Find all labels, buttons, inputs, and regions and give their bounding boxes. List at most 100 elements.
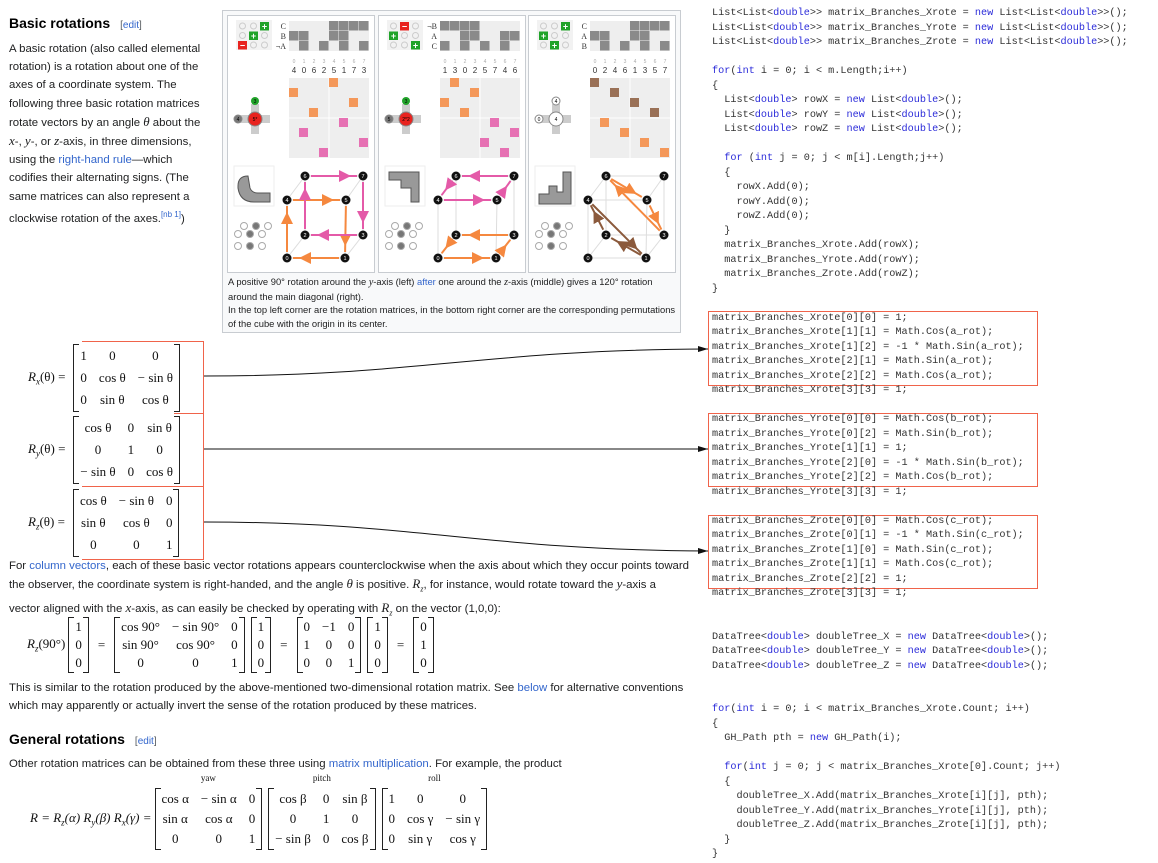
cube-edge — [587, 234, 607, 259]
matrix-cell: 1 — [322, 811, 330, 826]
footnote-link[interactable]: [nb 1] — [160, 209, 181, 219]
edit-link[interactable]: edit — [137, 736, 154, 747]
bracket: ] — [153, 736, 157, 747]
rest: (θ) = — [39, 441, 66, 457]
index-label: 5 — [343, 59, 346, 65]
permutation-square — [490, 118, 499, 127]
axis-left-label: 0 — [538, 117, 541, 123]
code-line: matrix_Branches_Yrote[2][2] = Math.Cos(b… — [712, 471, 1128, 486]
right-hand-rule-link[interactable]: right-hand rule — [58, 154, 132, 167]
code-line: for(int i = 0; i < matrix_Branches_Xrote… — [712, 703, 1128, 718]
cube-edge — [646, 175, 665, 201]
code-line: doubleTree_Z.Add(matrix_Branches_Zrote[i… — [712, 819, 1128, 834]
permutation-shape-icon — [388, 171, 420, 203]
after-link[interactable]: after — [417, 276, 436, 287]
small-cube-node — [385, 242, 393, 250]
cube-vertex-label: 2 — [303, 233, 306, 239]
code-keyword: double — [773, 22, 810, 34]
csharp-code-block: List<List<double>> matrix_Branches_Xrote… — [712, 7, 1128, 863]
bit-cell — [470, 21, 480, 31]
code-token: } — [712, 834, 731, 846]
code-highlight-yrote — [708, 413, 1038, 487]
matrix-cell: cos 90° — [121, 619, 160, 634]
code-line — [712, 399, 1128, 414]
row-label: A — [581, 32, 587, 41]
y-var: y — [24, 133, 31, 149]
below-link[interactable]: below — [517, 682, 548, 694]
empty-cell-icon — [390, 22, 397, 30]
permutation-square — [630, 98, 639, 107]
matrix-row: 0 — [414, 618, 433, 636]
code-line — [712, 500, 1128, 515]
bit-cell — [339, 21, 349, 31]
cube-arrow — [440, 235, 458, 254]
code-token: List< — [864, 124, 902, 135]
column-vectors-link[interactable]: column vectors — [29, 560, 106, 572]
bit-cell — [460, 41, 470, 51]
code-line: rowZ.Add(0); — [712, 210, 1128, 225]
matrix-cell: 0 — [257, 637, 265, 652]
similar-rotation-paragraph: This is similar to the rotation produced… — [9, 679, 689, 715]
code-token: i = 0; i < m.Length;i++) — [754, 66, 908, 77]
code-token: { — [712, 776, 731, 788]
cube-vertex — [583, 253, 593, 263]
permutation-square — [510, 128, 519, 137]
permutation-square — [500, 148, 509, 157]
sub: z — [34, 643, 39, 654]
text: (α) R — [64, 810, 92, 826]
index-label: 4 — [484, 59, 487, 65]
code-line: } — [712, 848, 1128, 863]
code-line: matrix_Branches_Xrote[2][2] = Math.Cos(a… — [712, 370, 1128, 385]
cube-vertex-label: 3 — [512, 233, 515, 239]
code-line: } — [712, 225, 1128, 240]
cube-vertex — [433, 195, 443, 205]
matrix-cell: 1 — [231, 655, 238, 670]
matrix-cell: 0 — [127, 464, 135, 479]
cube-vertex — [433, 253, 443, 263]
code-line: matrix_Branches_Yrote[2][0] = -1 * Math.… — [712, 457, 1128, 472]
code-line: matrix_Branches_Xrote[0][0] = 1; — [712, 312, 1128, 327]
matrix-cell: 0 — [127, 420, 135, 435]
empty-cell-icon — [261, 32, 268, 39]
small-cube-node — [547, 242, 555, 250]
matrix-multiplication-link[interactable]: matrix multiplication — [328, 758, 429, 770]
cube-arrow — [589, 204, 605, 231]
permutation-square — [450, 78, 459, 87]
permutation-value: 4 — [503, 66, 508, 75]
cube-vertex — [659, 230, 669, 240]
small-cube-node — [535, 242, 543, 250]
cube-vertex-label: 0 — [436, 256, 439, 262]
code-highlight-xrote — [708, 311, 1038, 386]
bit-cell — [600, 31, 610, 41]
matrix-cell: 0 — [325, 637, 333, 652]
code-line: matrix_Branches_Yrote.Add(rowY); — [712, 254, 1128, 269]
cube-arrow — [609, 179, 661, 232]
text: R = R — [30, 810, 62, 826]
code-token: ( — [730, 704, 737, 715]
matrix-cell: 0 — [152, 348, 159, 363]
sub: y — [91, 817, 96, 828]
equals: = — [97, 637, 106, 652]
code-line: rowX.Add(0); — [712, 181, 1128, 196]
matrix-cell: 0 — [231, 637, 238, 652]
bit-cell — [359, 21, 369, 31]
code-token: doubleTree_X.Add(matrix_Branches_Xrote[i… — [712, 791, 1049, 802]
edit-link[interactable]: edit — [122, 20, 140, 31]
matrix-cell: sin θ — [147, 420, 172, 435]
code-token: matrix_Branches_Zrote[0][1] = -1 * Math.… — [712, 530, 1024, 541]
x-var: x — [125, 599, 132, 615]
r: R — [28, 369, 36, 385]
